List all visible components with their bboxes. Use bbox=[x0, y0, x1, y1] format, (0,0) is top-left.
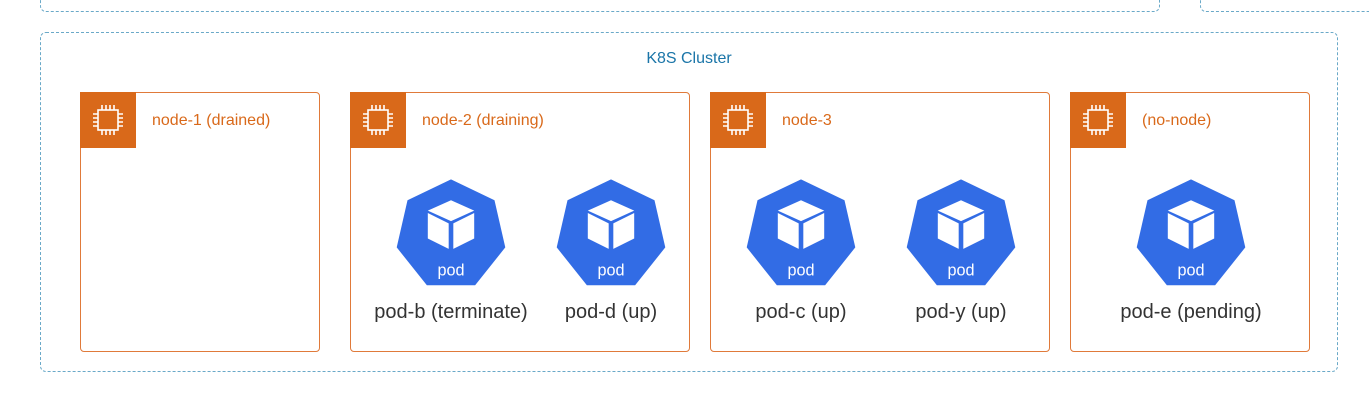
no-node-box: (no-node) pod pod-e (pending) bbox=[1070, 92, 1310, 352]
pod: pod pod-d (up) bbox=[521, 177, 701, 337]
node-label: (no-node) bbox=[1142, 112, 1212, 129]
node-1-box: node-1 (drained) bbox=[80, 92, 320, 352]
pod: pod pod-y (up) bbox=[871, 177, 1051, 337]
kubernetes-pod-icon: pod bbox=[746, 179, 856, 286]
chip-icon bbox=[710, 92, 766, 148]
pod-name: pod-y (up) bbox=[915, 301, 1007, 323]
k8s-cluster-boundary bbox=[40, 32, 1338, 372]
upper-group-left bbox=[40, 0, 1160, 12]
pod: pod pod-c (up) bbox=[711, 177, 891, 337]
pod-name: pod-d (up) bbox=[564, 301, 658, 323]
node-label: node-3 bbox=[782, 112, 832, 129]
upper-group-right bbox=[1200, 0, 1369, 12]
pod: pod pod-e (pending) bbox=[1101, 177, 1281, 337]
pod-badge: pod bbox=[787, 262, 814, 280]
pod: pod pod-b (terminate) bbox=[361, 177, 541, 337]
kubernetes-pod-icon: pod bbox=[556, 179, 666, 286]
pod-badge: pod bbox=[1177, 262, 1204, 280]
node-label: node-2 (draining) bbox=[422, 112, 544, 129]
chip-icon bbox=[1070, 92, 1126, 148]
pod-badge: pod bbox=[437, 262, 464, 280]
chip-icon bbox=[350, 92, 406, 148]
node-label: node-1 (drained) bbox=[152, 112, 271, 129]
pod-name: pod-c (up) bbox=[755, 301, 847, 323]
kubernetes-pod-icon: pod bbox=[1136, 179, 1246, 286]
cluster-title: K8S Cluster bbox=[646, 50, 732, 67]
pod-name: pod-b (terminate) bbox=[374, 301, 528, 323]
node-3-box: node-3 pod pod-c (up) pod pod-y (up) bbox=[710, 92, 1050, 352]
pod-badge: pod bbox=[947, 262, 974, 280]
pod-name: pod-e (pending) bbox=[1120, 301, 1262, 323]
chip-icon bbox=[80, 92, 136, 148]
pod-badge: pod bbox=[597, 262, 624, 280]
kubernetes-pod-icon: pod bbox=[906, 179, 1016, 286]
kubernetes-pod-icon: pod bbox=[396, 179, 506, 286]
node-2-box: node-2 (draining) pod pod-b (terminate) … bbox=[350, 92, 690, 352]
